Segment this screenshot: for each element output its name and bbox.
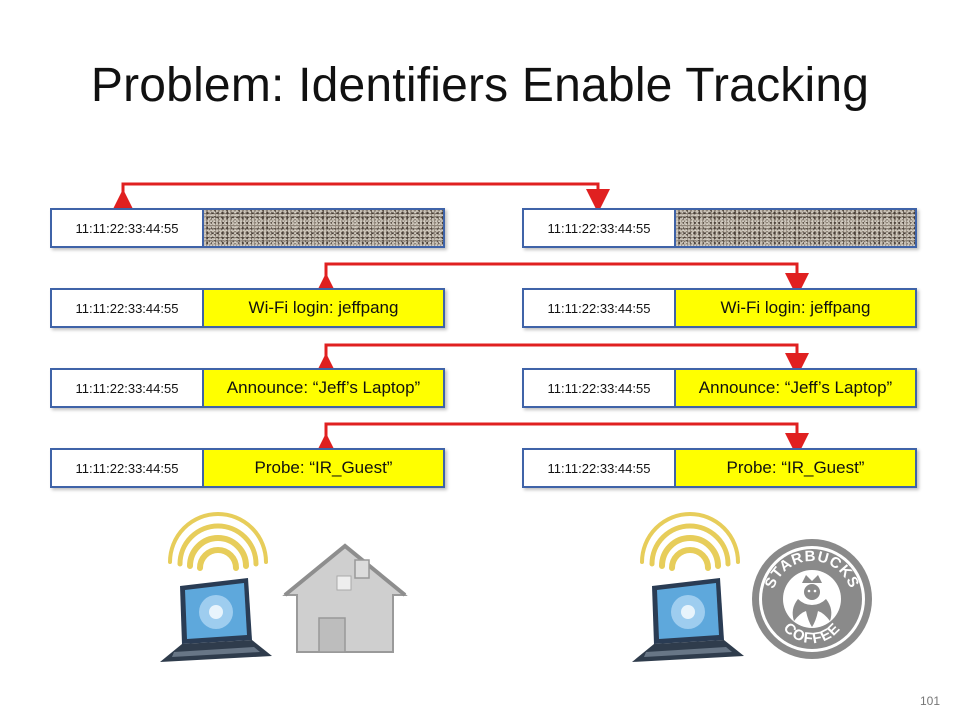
left-packet-1: 11:11:22:33:44:55 bbox=[50, 208, 445, 248]
wifi-waves-icon bbox=[168, 512, 268, 571]
wifi-waves-icon bbox=[640, 512, 740, 571]
payload-text: Wi-Fi login: jeffpang bbox=[676, 290, 915, 326]
encrypted-payload bbox=[204, 210, 443, 246]
link-arrow-1 bbox=[111, 182, 610, 213]
mac-address: 11:11:22:33:44:55 bbox=[52, 290, 204, 326]
slide-title: Problem: Identifiers Enable Tracking bbox=[90, 59, 870, 112]
payload-text: Probe: “IR_Guest” bbox=[676, 450, 915, 486]
mac-address: 11:11:22:33:44:55 bbox=[52, 370, 204, 406]
mac-address: 11:11:22:33:44:55 bbox=[52, 210, 204, 246]
laptop-wireless-icon bbox=[160, 512, 272, 662]
payload-text: Announce: “Jeff’s Laptop” bbox=[204, 370, 443, 406]
mac-address: 11:11:22:33:44:55 bbox=[52, 450, 204, 486]
starbucks-logo-icon: STARBUCKS COFFEE bbox=[752, 539, 872, 659]
link-arrow-3 bbox=[314, 343, 809, 377]
left-packet-2: 11:11:22:33:44:55 Wi-Fi login: jeffpang bbox=[50, 288, 445, 328]
right-packet-3: 11:11:22:33:44:55 Announce: “Jeff’s Lapt… bbox=[522, 368, 917, 408]
left-packet-4: 11:11:22:33:44:55 Probe: “IR_Guest” bbox=[50, 448, 445, 488]
home-icon bbox=[282, 543, 408, 653]
link-arrow-2 bbox=[314, 262, 809, 297]
mac-address: 11:11:22:33:44:55 bbox=[524, 370, 676, 406]
payload-text: Announce: “Jeff’s Laptop” bbox=[676, 370, 915, 406]
mac-address: 11:11:22:33:44:55 bbox=[524, 290, 676, 326]
encrypted-payload bbox=[676, 210, 915, 246]
left-packet-3: 11:11:22:33:44:55 Announce: “Jeff’s Lapt… bbox=[50, 368, 445, 408]
link-arrow-4 bbox=[314, 422, 809, 457]
mac-address: 11:11:22:33:44:55 bbox=[524, 450, 676, 486]
mac-address: 11:11:22:33:44:55 bbox=[524, 210, 676, 246]
right-packet-1: 11:11:22:33:44:55 bbox=[522, 208, 917, 248]
right-packet-2: 11:11:22:33:44:55 Wi-Fi login: jeffpang bbox=[522, 288, 917, 328]
right-packet-4: 11:11:22:33:44:55 Probe: “IR_Guest” bbox=[522, 448, 917, 488]
payload-text: Probe: “IR_Guest” bbox=[204, 450, 443, 486]
page-number: 101 bbox=[919, 694, 940, 708]
laptop-wireless-icon-right bbox=[632, 512, 744, 662]
payload-text: Wi-Fi login: jeffpang bbox=[204, 290, 443, 326]
